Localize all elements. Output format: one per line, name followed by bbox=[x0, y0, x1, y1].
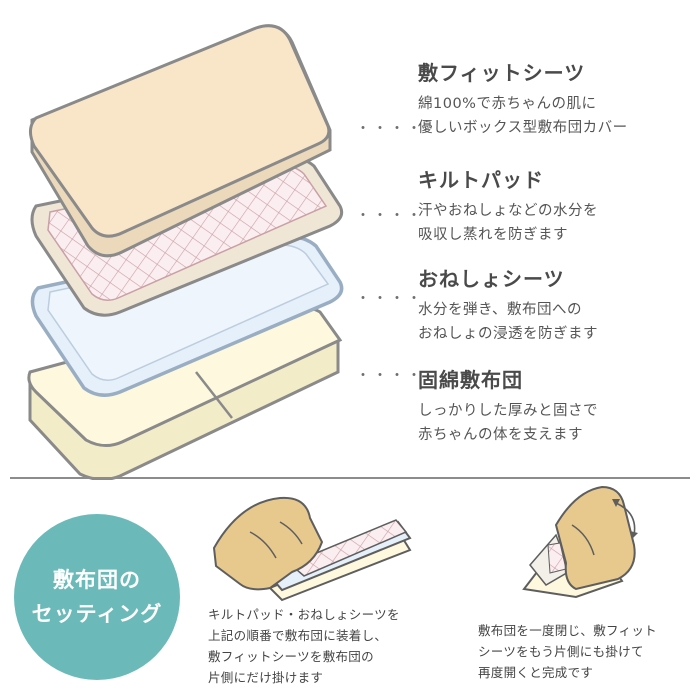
setting-badge: 敷布団の セッティング bbox=[14, 514, 180, 680]
arrowhead-icon bbox=[612, 499, 638, 539]
note-line: 再度開くと完成です bbox=[478, 665, 594, 680]
note-line: 敷布団を一度閉じ、敷フィット bbox=[478, 623, 657, 638]
fitted-sheet-layer bbox=[29, 24, 332, 258]
futon-layers-illustration bbox=[27, 24, 344, 480]
layer-title: 敷フィットシーツ bbox=[418, 61, 586, 85]
connector-dots: ・・・・ bbox=[356, 121, 424, 137]
setting-badge-line: セッティング bbox=[31, 602, 163, 626]
connector-dots: ・・・・ bbox=[356, 368, 424, 384]
layer-desc-line: しっかりした厚みと固さで bbox=[418, 403, 598, 419]
step2-illustration bbox=[522, 485, 638, 599]
layer-desc-line: 吸収し蒸れを防ぎます bbox=[418, 227, 568, 243]
layer-desc-line: おねしょの浸透を防ぎます bbox=[418, 326, 598, 342]
step1-note: キルトパッド・おねしょシーツを 上記の順番で敷布団に装着し、 敷フィットシーツを… bbox=[208, 604, 400, 688]
layer-label-quilt-pad: キルトパッド 汗やおねしょなどの水分を 吸収し蒸れを防ぎます bbox=[418, 164, 598, 247]
layer-label-futon: 固綿敷布団 しっかりした厚みと固さで 赤ちゃんの体を支えます bbox=[418, 364, 598, 447]
note-line: 片側にだけ掛けます bbox=[208, 670, 324, 685]
layer-title: キルトパッド bbox=[418, 168, 544, 192]
layer-label-waterproof-sheet: おねしょシーツ 水分を弾き、敷布団への おねしょの浸透を防ぎます bbox=[418, 263, 598, 346]
layer-desc-line: 赤ちゃんの体を支えます bbox=[418, 427, 583, 443]
note-line: シーツをもう片側にも掛けて bbox=[478, 644, 644, 659]
step1-illustration bbox=[212, 496, 412, 602]
layer-desc-line: 綿100%で赤ちゃんの肌に bbox=[418, 96, 597, 112]
layer-title: 固綿敷布団 bbox=[418, 368, 523, 392]
setting-badge-line: 敷布団の bbox=[53, 568, 141, 592]
note-line: 上記の順番で敷布団に装着し、 bbox=[208, 628, 388, 643]
layer-title: おねしょシーツ bbox=[418, 267, 565, 291]
layer-label-fitted-sheet: 敷フィットシーツ 綿100%で赤ちゃんの肌に 優しいボックス型敷布団カバー bbox=[418, 57, 628, 140]
rotate-arrow-icon bbox=[615, 502, 636, 536]
note-line: 敷フィットシーツを敷布団の bbox=[208, 649, 374, 664]
layer-desc-line: 汗やおねしょなどの水分を bbox=[418, 203, 598, 219]
layer-desc-line: 優しいボックス型敷布団カバー bbox=[418, 120, 628, 136]
step2-note: 敷布団を一度閉じ、敷フィット シーツをもう片側にも掛けて 再度開くと完成です bbox=[478, 620, 657, 683]
note-line: キルトパッド・おねしょシーツを bbox=[208, 607, 400, 622]
layer-desc-line: 水分を弾き、敷布団への bbox=[418, 302, 582, 318]
connector-dots: ・・・・ bbox=[356, 291, 424, 307]
connector-dots: ・・・・ bbox=[356, 208, 424, 224]
section-divider bbox=[10, 477, 690, 479]
